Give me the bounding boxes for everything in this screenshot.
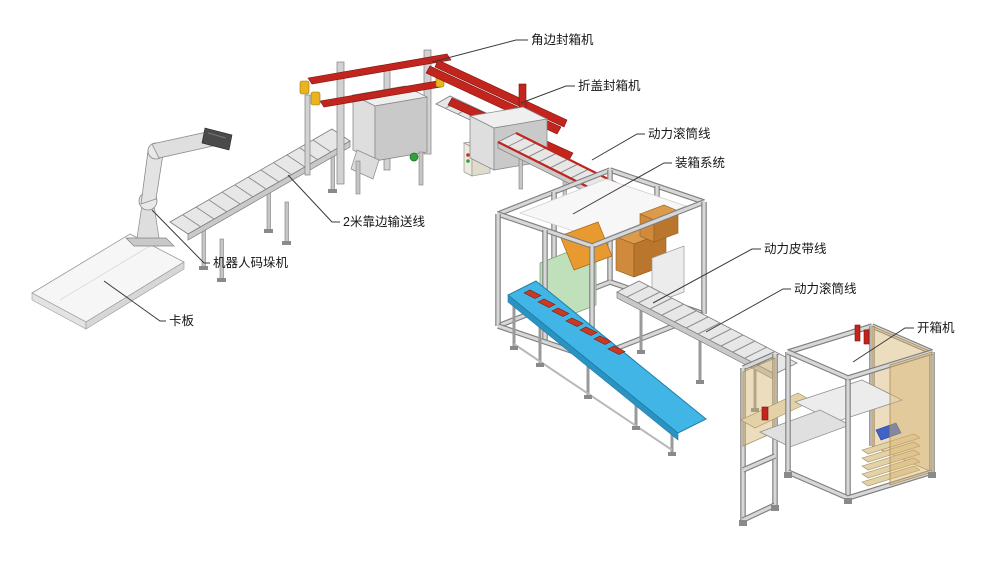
labels: 角边封箱机 折盖封箱机 动力滚筒线 装箱系统 动力皮带线 动力滚筒线 开箱机 2… <box>103 32 955 363</box>
belt-surface <box>507 280 707 434</box>
red-handle <box>863 329 870 345</box>
red-clamp <box>761 406 769 421</box>
pallet <box>31 233 185 330</box>
label-pallet: 卡板 <box>169 314 195 328</box>
leader-line <box>652 248 761 304</box>
green-indicator <box>409 152 419 162</box>
green-button <box>466 159 470 163</box>
robot-lower-arm <box>140 150 164 205</box>
front-panel <box>889 351 933 486</box>
leader-line <box>852 327 914 363</box>
product-boxes <box>523 289 626 355</box>
label-edge-conveyor-2m: 2米靠边输送线 <box>343 214 425 229</box>
label-power-roller-line-top: 动力滚筒线 <box>648 126 711 141</box>
robot-palletizer <box>125 127 233 247</box>
leader-line <box>705 288 791 333</box>
roller-line-surface <box>616 280 798 375</box>
red-handle <box>854 324 861 342</box>
leader-line <box>103 280 166 322</box>
flap-fold-sealer <box>425 65 629 232</box>
legs <box>355 151 424 195</box>
blue-part <box>875 422 902 441</box>
red-beams <box>307 53 568 128</box>
power-roller-line-bottom <box>616 280 798 412</box>
label-robot-palletizer: 机器人码垛机 <box>213 255 289 270</box>
leader-line <box>431 39 528 63</box>
robot-base <box>125 237 175 247</box>
rollers <box>182 139 332 228</box>
feet <box>739 472 936 526</box>
label-flap-fold-sealer: 折盖封箱机 <box>578 78 641 93</box>
label-case-packing-system: 装箱系统 <box>675 155 725 170</box>
label-power-belt-line: 动力皮带线 <box>764 242 827 256</box>
leader-line <box>520 85 575 104</box>
leader-line <box>287 174 340 223</box>
red-button <box>466 153 470 157</box>
leader-line <box>591 133 645 161</box>
power-belt-line <box>507 280 707 456</box>
legs <box>637 305 759 412</box>
leader-line <box>151 209 210 264</box>
corner-edge-sealer <box>299 49 568 195</box>
case-erector <box>739 323 936 526</box>
sheet-stack <box>861 433 921 487</box>
leader-line <box>572 162 672 215</box>
label-power-roller-line-bottom: 动力滚筒线 <box>794 281 857 296</box>
label-case-erector: 开箱机 <box>917 320 955 335</box>
label-corner-edge-sealer: 角边封箱机 <box>531 32 594 47</box>
